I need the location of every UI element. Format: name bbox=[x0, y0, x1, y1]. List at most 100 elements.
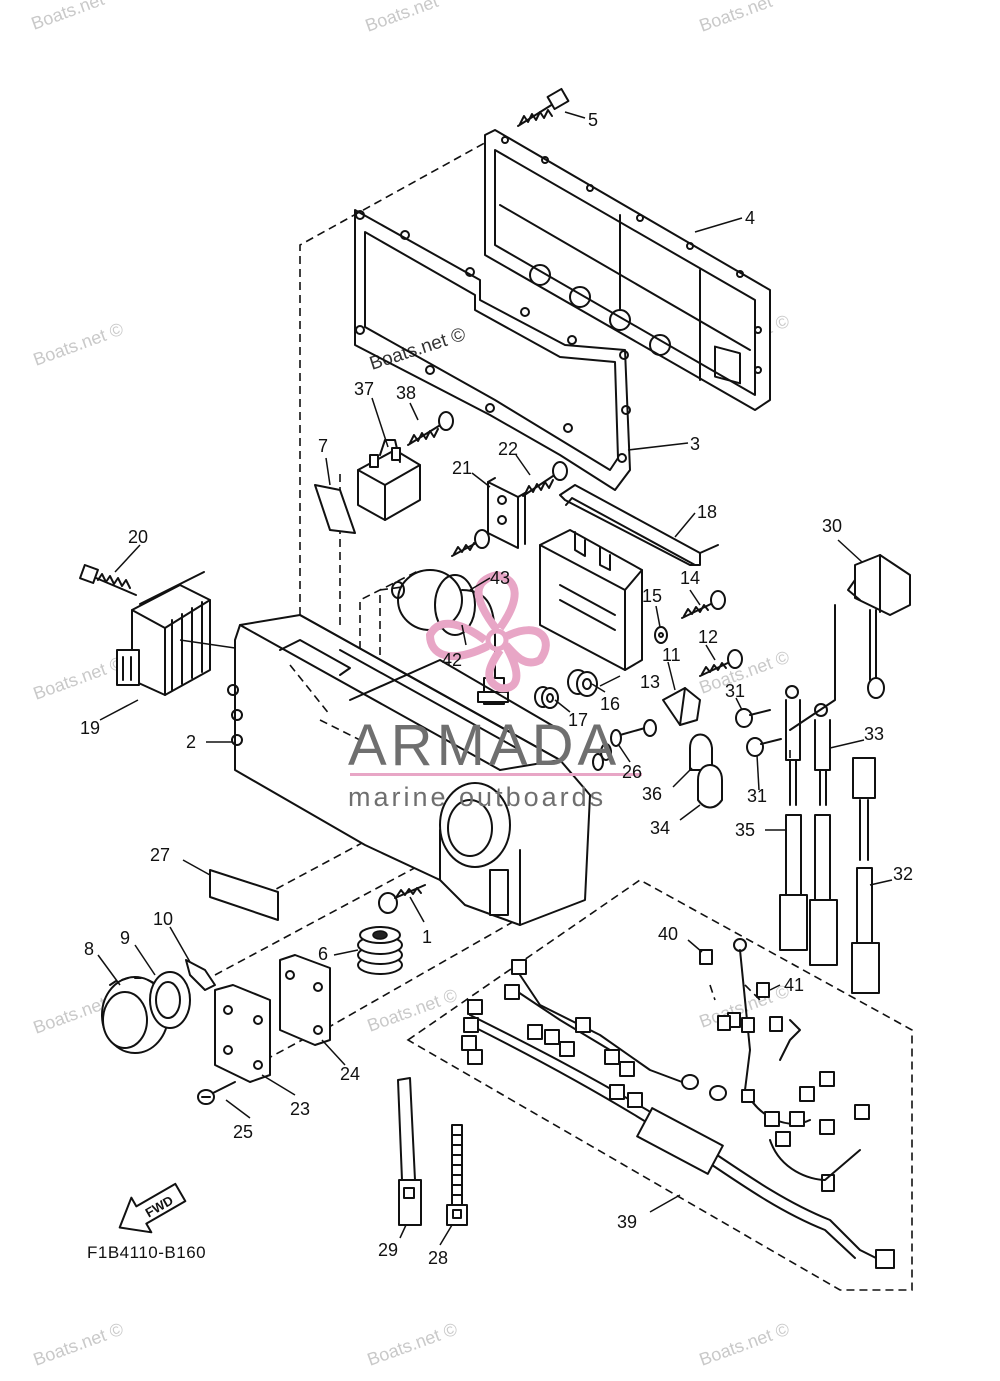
callout: 7 bbox=[318, 436, 328, 456]
callout: 23 bbox=[290, 1099, 310, 1119]
watermark: Boats.net © bbox=[31, 653, 126, 704]
part-screw-25 bbox=[197, 1081, 236, 1105]
part-cable-tie-29 bbox=[397, 1077, 422, 1226]
part-bracket-11 bbox=[662, 687, 701, 726]
callout: 22 bbox=[498, 439, 518, 459]
callout: 12 bbox=[698, 627, 718, 647]
callout: 30 bbox=[822, 516, 842, 536]
watermark: Boats.net © bbox=[367, 324, 468, 375]
callout: 4 bbox=[745, 208, 755, 228]
part-connector-41 bbox=[756, 982, 783, 1032]
callout: 25 bbox=[233, 1122, 253, 1142]
part-electrical-box bbox=[227, 614, 591, 926]
part-ring-9 bbox=[149, 971, 191, 1029]
callout: 36 bbox=[642, 784, 662, 804]
part-bracket-21 bbox=[487, 477, 526, 549]
callout: 17 bbox=[568, 710, 588, 730]
part-bolt-1 bbox=[378, 884, 426, 914]
watermark: Boats.net bbox=[29, 0, 107, 34]
watermark: Boats.net © bbox=[365, 1319, 460, 1370]
callout: 42 bbox=[442, 650, 462, 670]
part-bolt-14 bbox=[681, 590, 726, 619]
watermark: Boats.net © bbox=[697, 1319, 792, 1370]
part-gasket bbox=[354, 209, 631, 491]
callout: 26 bbox=[622, 762, 642, 782]
watermark: Boats.net © bbox=[31, 319, 126, 370]
brand-underline bbox=[350, 773, 642, 776]
part-grommet-16 bbox=[567, 669, 598, 697]
callout: 11 bbox=[662, 645, 681, 665]
part-bolt-31a bbox=[735, 708, 771, 728]
callout: 10 bbox=[153, 909, 173, 929]
part-cable-tie-28 bbox=[446, 1124, 468, 1226]
callout: 14 bbox=[680, 568, 700, 588]
fwd-arrow: FWD bbox=[118, 1182, 187, 1234]
part-cap-34 bbox=[697, 764, 723, 809]
part-bolt-20 bbox=[79, 564, 137, 596]
leader-lines bbox=[97, 111, 893, 1246]
part-wiring-harness bbox=[461, 938, 895, 1269]
part-plate-24 bbox=[279, 954, 331, 1046]
part-collar-17 bbox=[534, 686, 559, 709]
callout: 8 bbox=[84, 939, 94, 959]
callout: 21 bbox=[452, 458, 472, 478]
callout: 33 bbox=[864, 724, 884, 744]
callout: 3 bbox=[690, 434, 700, 454]
watermark: Boats.net © bbox=[31, 1319, 126, 1370]
brand-name: ARMADA bbox=[348, 713, 620, 778]
part-bolt-31b bbox=[746, 737, 782, 757]
callout: 24 bbox=[340, 1064, 360, 1084]
watermark: Boats.net bbox=[697, 0, 775, 36]
callout: 35 bbox=[735, 820, 755, 840]
callout: 16 bbox=[600, 694, 620, 714]
part-bolt-12 bbox=[699, 649, 743, 677]
callout: 9 bbox=[120, 928, 130, 948]
callout: 20 bbox=[128, 527, 148, 547]
callout: 15 bbox=[642, 586, 662, 606]
brand-tagline: marine outboards bbox=[348, 782, 606, 812]
part-bolt-38 bbox=[407, 411, 454, 446]
watermark: Boats.net © bbox=[365, 985, 460, 1036]
brand-logo bbox=[425, 570, 550, 693]
callout: 40 bbox=[658, 924, 678, 944]
part-ecu bbox=[539, 529, 643, 671]
part-plate-23 bbox=[214, 984, 271, 1083]
brand-wordmark: ARMADA marine outboards bbox=[348, 713, 642, 812]
part-connector-40 bbox=[699, 949, 713, 965]
part-bolt-26 bbox=[592, 719, 657, 771]
part-regulator bbox=[116, 571, 236, 696]
callout: 31 bbox=[725, 681, 745, 701]
callout: 19 bbox=[80, 718, 100, 738]
part-label-27 bbox=[209, 869, 279, 921]
callout: 6 bbox=[318, 944, 328, 964]
part-bolt-22 bbox=[522, 461, 568, 497]
part-plug-lead-32 bbox=[851, 757, 880, 994]
part-strap-18 bbox=[559, 484, 719, 566]
callout: 31 bbox=[747, 786, 767, 806]
part-plug-lead-35a bbox=[779, 685, 808, 951]
callout: 34 bbox=[650, 818, 670, 838]
part-cover-plate bbox=[484, 129, 771, 411]
part-clip-10 bbox=[185, 959, 216, 991]
part-pad-7 bbox=[314, 484, 356, 534]
part-washer-15 bbox=[654, 626, 668, 644]
part-plug-lead-35b bbox=[809, 703, 838, 966]
part-bolt-43 bbox=[451, 529, 490, 557]
callout: 28 bbox=[428, 1248, 448, 1268]
callout: 39 bbox=[617, 1212, 637, 1232]
callout: 1 bbox=[422, 927, 432, 947]
callout: 2 bbox=[186, 732, 196, 752]
callout: 41 bbox=[784, 975, 804, 995]
callout: 5 bbox=[588, 110, 598, 130]
callout: 38 bbox=[396, 383, 416, 403]
callout: 32 bbox=[893, 864, 913, 884]
callout: 29 bbox=[378, 1240, 398, 1260]
callout: 43 bbox=[490, 568, 510, 588]
callout: 27 bbox=[150, 845, 170, 865]
watermark: Boats.net bbox=[363, 0, 441, 36]
part-grommet-6 bbox=[357, 926, 403, 975]
callout: 37 bbox=[354, 379, 374, 399]
callout-labels: 1 2 3 4 5 6 7 8 9 10 11 12 13 14 15 16 1… bbox=[80, 110, 913, 1268]
